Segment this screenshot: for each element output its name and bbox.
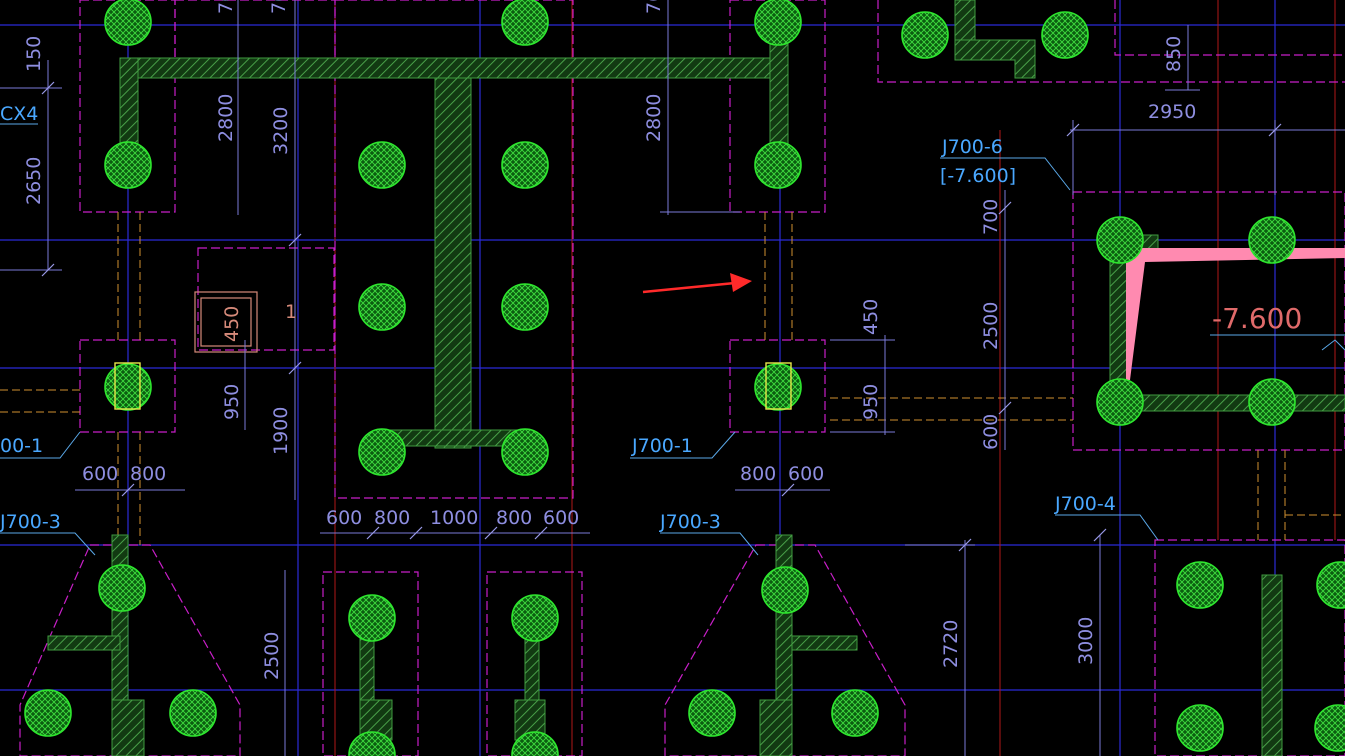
pile (501, 0, 549, 46)
pile (1176, 704, 1224, 752)
pile (104, 0, 152, 46)
label-cx4: CX4 (0, 103, 38, 125)
pile (104, 141, 152, 189)
pile (831, 689, 879, 737)
pile (761, 566, 809, 614)
dim-text: 3000 (1075, 617, 1097, 665)
elevation-text: -7.600 (1212, 302, 1302, 335)
dim-text: 2500 (261, 632, 283, 680)
pile (1176, 561, 1224, 609)
columns (114, 362, 792, 410)
dim-text: 2950 (1148, 101, 1196, 123)
dim-text: 70 (268, 0, 290, 14)
pile (1314, 704, 1345, 752)
pile (98, 564, 146, 612)
dim-text: 800 (374, 507, 410, 529)
pile (1096, 378, 1144, 426)
component-labels: CX4 00-1 J700-1 J700-3 J700-3 J700-4 J70… (0, 103, 1116, 533)
dim-text: 3200 (270, 107, 292, 155)
dim-text: 2800 (643, 94, 665, 142)
pile (24, 689, 72, 737)
dim-text: 600 (543, 507, 579, 529)
dim-text: 2500 (980, 302, 1002, 350)
label-j700-3-left: J700-3 (0, 511, 61, 533)
pile (348, 594, 396, 642)
dim-text: 600 (788, 463, 824, 485)
label-j700-1-left: 00-1 (0, 435, 43, 457)
pile (688, 689, 736, 737)
hatched-walls (47, 0, 1345, 756)
pile (501, 141, 549, 189)
dim-text: 70 (643, 0, 665, 14)
label-j700-6-elev: [-7.600] (940, 165, 1016, 187)
pile (1096, 216, 1144, 264)
dim-text: 850 (1163, 36, 1185, 72)
dim-text: 600 (82, 463, 118, 485)
dim-text: 1900 (270, 407, 292, 455)
label-j700-1-mid: J700-1 (631, 435, 693, 457)
highlighted-wall[interactable] (1126, 248, 1345, 380)
pile (754, 363, 802, 411)
pile (1248, 216, 1296, 264)
dimension-ticks (41, 81, 1282, 552)
dim-text: 1000 (430, 507, 478, 529)
pile (1041, 11, 1089, 59)
pile (754, 0, 802, 46)
pile (511, 594, 559, 642)
pile (1248, 378, 1296, 426)
dimension-texts: 150 70 70 70 2650 2800 3200 2800 850 295… (23, 0, 1196, 680)
label-j700-4: J700-4 (1054, 493, 1116, 515)
box-450-text: 450 (221, 306, 243, 342)
red-arrow-annotation (642, 273, 752, 294)
room-tag-text: 1 (285, 301, 297, 323)
pile (501, 428, 549, 476)
elevation-mark: -7.600 (1212, 302, 1302, 335)
salmon-labels: 450 1 (221, 301, 297, 342)
pile (754, 141, 802, 189)
pile (901, 11, 949, 59)
leader-lines (0, 123, 1345, 556)
pile (358, 141, 406, 189)
dim-text: 800 (130, 463, 166, 485)
pile (511, 731, 559, 756)
dim-text: 600 (326, 507, 362, 529)
dim-text: 950 (860, 384, 882, 420)
dim-text: 2720 (940, 620, 962, 668)
pile (501, 283, 549, 331)
pile (1316, 561, 1345, 609)
pile (169, 689, 217, 737)
dim-text: 600 (980, 414, 1002, 450)
pile (348, 731, 396, 756)
pile (358, 283, 406, 331)
pile-cap-outlines (19, 0, 1345, 756)
dim-text: 800 (496, 507, 532, 529)
label-j700-3-mid: J700-3 (659, 511, 721, 533)
salmon-box (194, 291, 258, 353)
dim-text: 150 (23, 36, 45, 72)
orange-dashed-lines (0, 212, 1345, 545)
pile (358, 428, 406, 476)
dim-text: 450 (860, 299, 882, 335)
dim-text: 2800 (215, 94, 237, 142)
dim-text: 70 (215, 0, 237, 14)
dim-text: 950 (221, 384, 243, 420)
pile (104, 363, 152, 411)
dim-text: 700 (980, 199, 1002, 235)
label-j700-6: J700-6 (941, 136, 1003, 158)
dim-text: 2650 (23, 157, 45, 205)
dim-text: 800 (740, 463, 776, 485)
